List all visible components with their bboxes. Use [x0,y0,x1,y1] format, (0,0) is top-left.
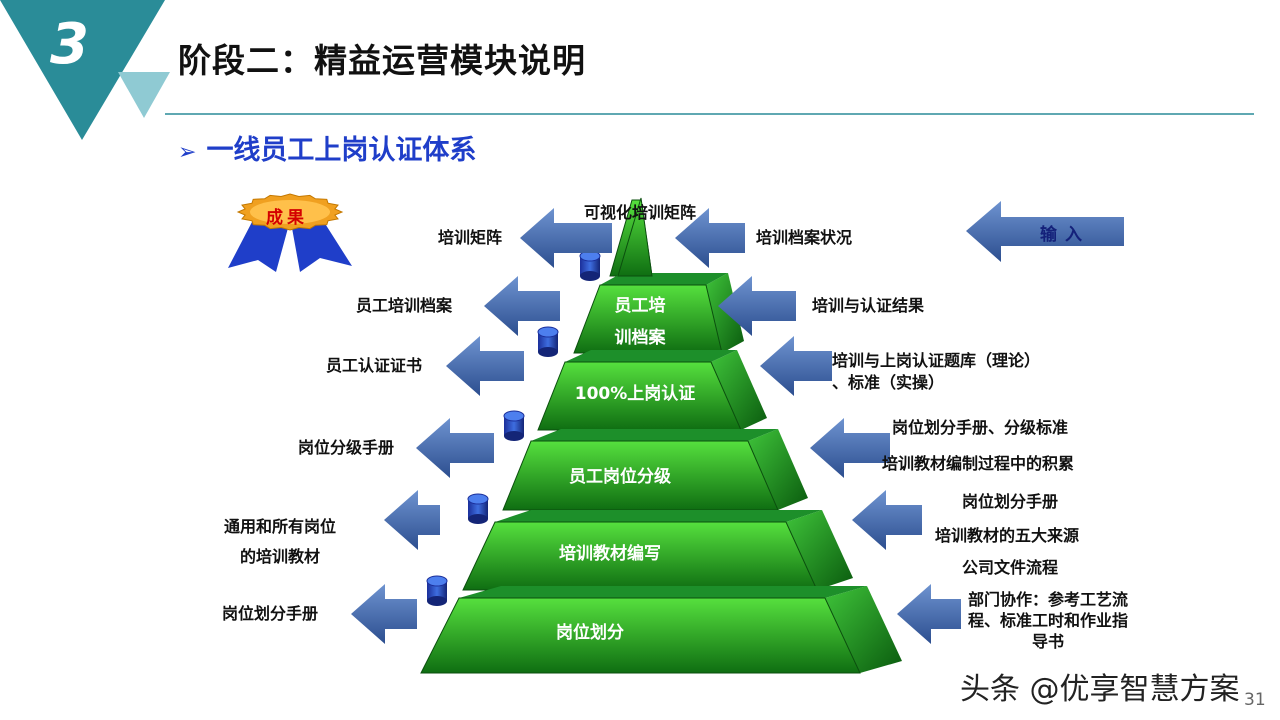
input-label: 部门协作：参考工艺流程、标准工时和作业指导书 [968,590,1129,651]
database-icon-bottom [538,347,558,357]
pyramid-tier-top [495,510,822,522]
output-arrow-icon [484,276,560,336]
page-number: 31 [1244,690,1266,710]
badge-center [250,200,330,224]
output-label: 培训矩阵 [438,228,503,247]
pyramid-tier-side [711,350,767,430]
pyramid-level-label: 可视化培训矩阵 [583,203,696,222]
database-icon [427,581,447,601]
database-icon [468,499,488,519]
output-label: 岗位划分手册 [222,604,319,623]
output-arrow-icon [446,336,524,396]
database-icon-top [537,326,559,338]
pyramid-tier-top [531,429,778,441]
page-title: 阶段二：精益运营模块说明 [178,41,586,80]
badge-label: 成果 [266,208,308,228]
badge-ribbon-left [228,222,288,272]
input-arrow-small-icon [675,208,745,268]
pyramid-tier-6 [420,597,861,674]
input-label: 输入 [1040,225,1090,245]
pyramid-apex [617,197,653,277]
output-arrow-icon [351,584,417,644]
database-icon-top [426,575,448,587]
input-arrow-small-icon [852,490,922,550]
input-label: 培训教材的五大来源 [935,526,1080,545]
pyramid-level-label: 员工培训档案 [614,296,666,349]
pyramid-tier-top [565,350,737,362]
input-label: 培训教材编制过程中的积累 [882,454,1075,473]
database-icon [580,256,600,276]
input-label: 培训档案状况 [756,228,853,247]
pyramid-level-label: 员工岗位分级 [569,467,671,487]
database-icon-bottom [427,596,447,606]
database-icon-bottom [504,431,524,441]
input-arrow-small-icon [760,336,832,396]
database-icon-top [467,493,489,505]
input-arrow-small-icon [810,418,890,478]
input-label: 公司文件流程 [962,558,1059,577]
pyramid-tier-side [786,510,853,590]
database-icon [504,416,524,436]
output-arrow-icon [384,490,440,550]
pyramid-level-label: 培训教材编写 [559,544,661,564]
pyramid-tier-side [825,586,902,673]
input-label: 培训与上岗认证题库（理论）、标准（实操） [832,351,1041,393]
output-arrow-icon [416,418,494,478]
input-arrow-small-icon [718,276,796,336]
section-number: 3 [50,12,89,77]
pyramid-tier-side [706,273,744,353]
badge-ribbon-right [292,222,352,272]
input-label: 岗位划分手册、分级标准 [892,418,1069,437]
pyramid-level-label: 100%上岗认证 [574,384,696,404]
database-icon-top [503,410,525,422]
subtitle: ➢ 一线员工上岗认证体系 [178,128,476,167]
database-icon-bottom [468,514,488,524]
pyramid-tier-top [459,586,867,598]
section-triangle-small [118,72,170,118]
output-label: 岗位分级手册 [298,438,395,457]
output-arrow-icon [520,208,612,268]
database-icon [538,332,558,352]
pyramid-tier-side [748,429,808,510]
subtitle-text: 一线员工上岗认证体系 [206,135,477,166]
section-triangle [0,0,165,140]
output-label: 员工培训档案 [356,296,453,315]
input-arrow-small-icon [897,584,961,644]
input-label: 培训与认证结果 [812,296,925,315]
output-label: 通用和所有岗位的培训教材 [224,517,337,566]
output-label: 员工认证证书 [326,356,423,375]
pyramid-level-label: 岗位划分 [556,623,624,643]
database-icon-bottom [580,271,600,281]
input-arrow-icon [966,201,1124,262]
bullet-arrow-icon: ➢ [178,140,197,165]
input-label: 岗位划分手册 [962,492,1059,511]
watermark: 头条 @优享智慧方案 [960,672,1240,707]
